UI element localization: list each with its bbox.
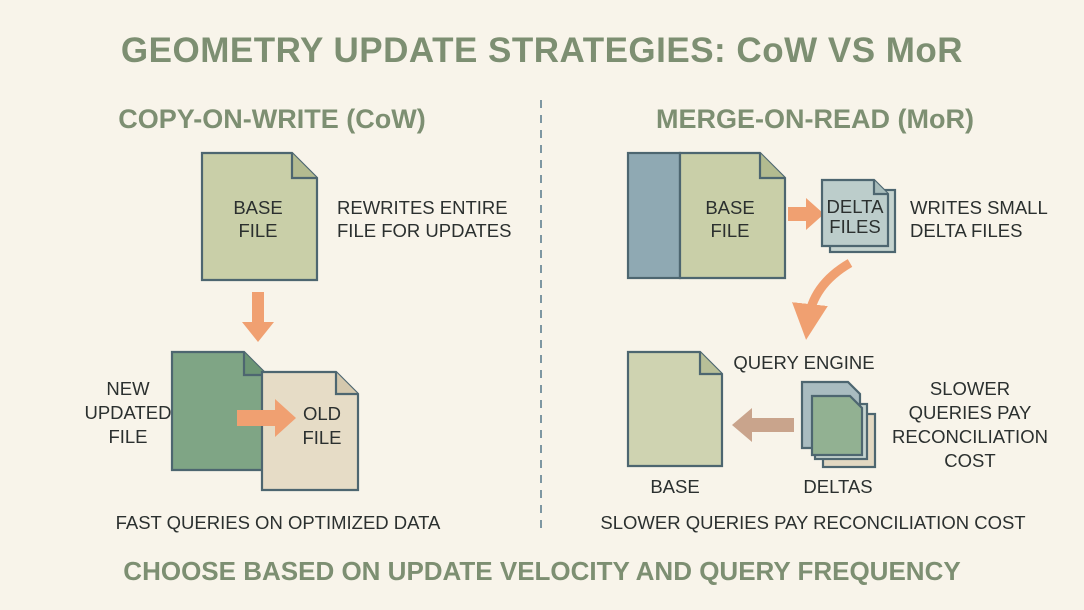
old-file-label: OLD (303, 403, 341, 424)
new-file-label: UPDATED (84, 402, 171, 423)
arrow-down-icon (242, 292, 274, 342)
query-engine-label: QUERY ENGINE (733, 352, 874, 373)
blue-strip (626, 151, 682, 280)
mor-base-file-label: BASE (705, 197, 754, 218)
mor-write-note: WRITES SMALL (910, 197, 1048, 218)
delta-files-label: FILES (829, 216, 880, 237)
mor-cost-note: COST (944, 450, 995, 471)
mor-cost-note: QUERIES PAY (909, 402, 1032, 423)
cow-base-file-icon (200, 151, 319, 282)
new-file-label: NEW (106, 378, 150, 399)
mor-cost-note: SLOWER (930, 378, 1010, 399)
new-file-icon (170, 350, 269, 472)
cow-heading: COPY-ON-WRITE (CoW) (118, 104, 425, 134)
curved-arrow-icon (792, 259, 853, 340)
cow-rewrite-note: FILE FOR UPDATES (337, 220, 511, 241)
deltas-label: DELTAS (803, 476, 872, 497)
delta-files-label: DELTA (827, 196, 885, 217)
mor-base-file-icon (678, 151, 787, 280)
base-icon (626, 350, 724, 468)
cow-base-file-label: FILE (238, 220, 277, 241)
mor-write-note: DELTA FILES (910, 220, 1022, 241)
new-file-label: FILE (108, 426, 147, 447)
delta-files-icon (820, 178, 897, 254)
mor-base-file-label: FILE (710, 220, 749, 241)
deltas-stack-icon (800, 380, 877, 469)
cow-base-file-label: BASE (233, 197, 282, 218)
diagram-title: GEOMETRY UPDATE STRATEGIES: CoW VS MoR (121, 31, 963, 70)
old-file-icon (260, 370, 360, 492)
base-label: BASE (650, 476, 699, 497)
cow-rewrite-note: REWRITES ENTIRE (337, 197, 508, 218)
arrow-right-icon (237, 399, 296, 437)
footer-note: CHOOSE BASED ON UPDATE VELOCITY AND QUER… (123, 556, 960, 586)
mor-caption: SLOWER QUERIES PAY RECONCILIATION COST (600, 512, 1025, 533)
cow-caption: FAST QUERIES ON OPTIMIZED DATA (116, 512, 441, 533)
old-file-label: FILE (302, 427, 341, 448)
mor-heading: MERGE-ON-READ (MoR) (656, 104, 974, 134)
mor-cost-note: RECONCILIATION (892, 426, 1048, 447)
arrow-left-icon (732, 408, 794, 442)
arrow-right-icon (788, 198, 824, 230)
